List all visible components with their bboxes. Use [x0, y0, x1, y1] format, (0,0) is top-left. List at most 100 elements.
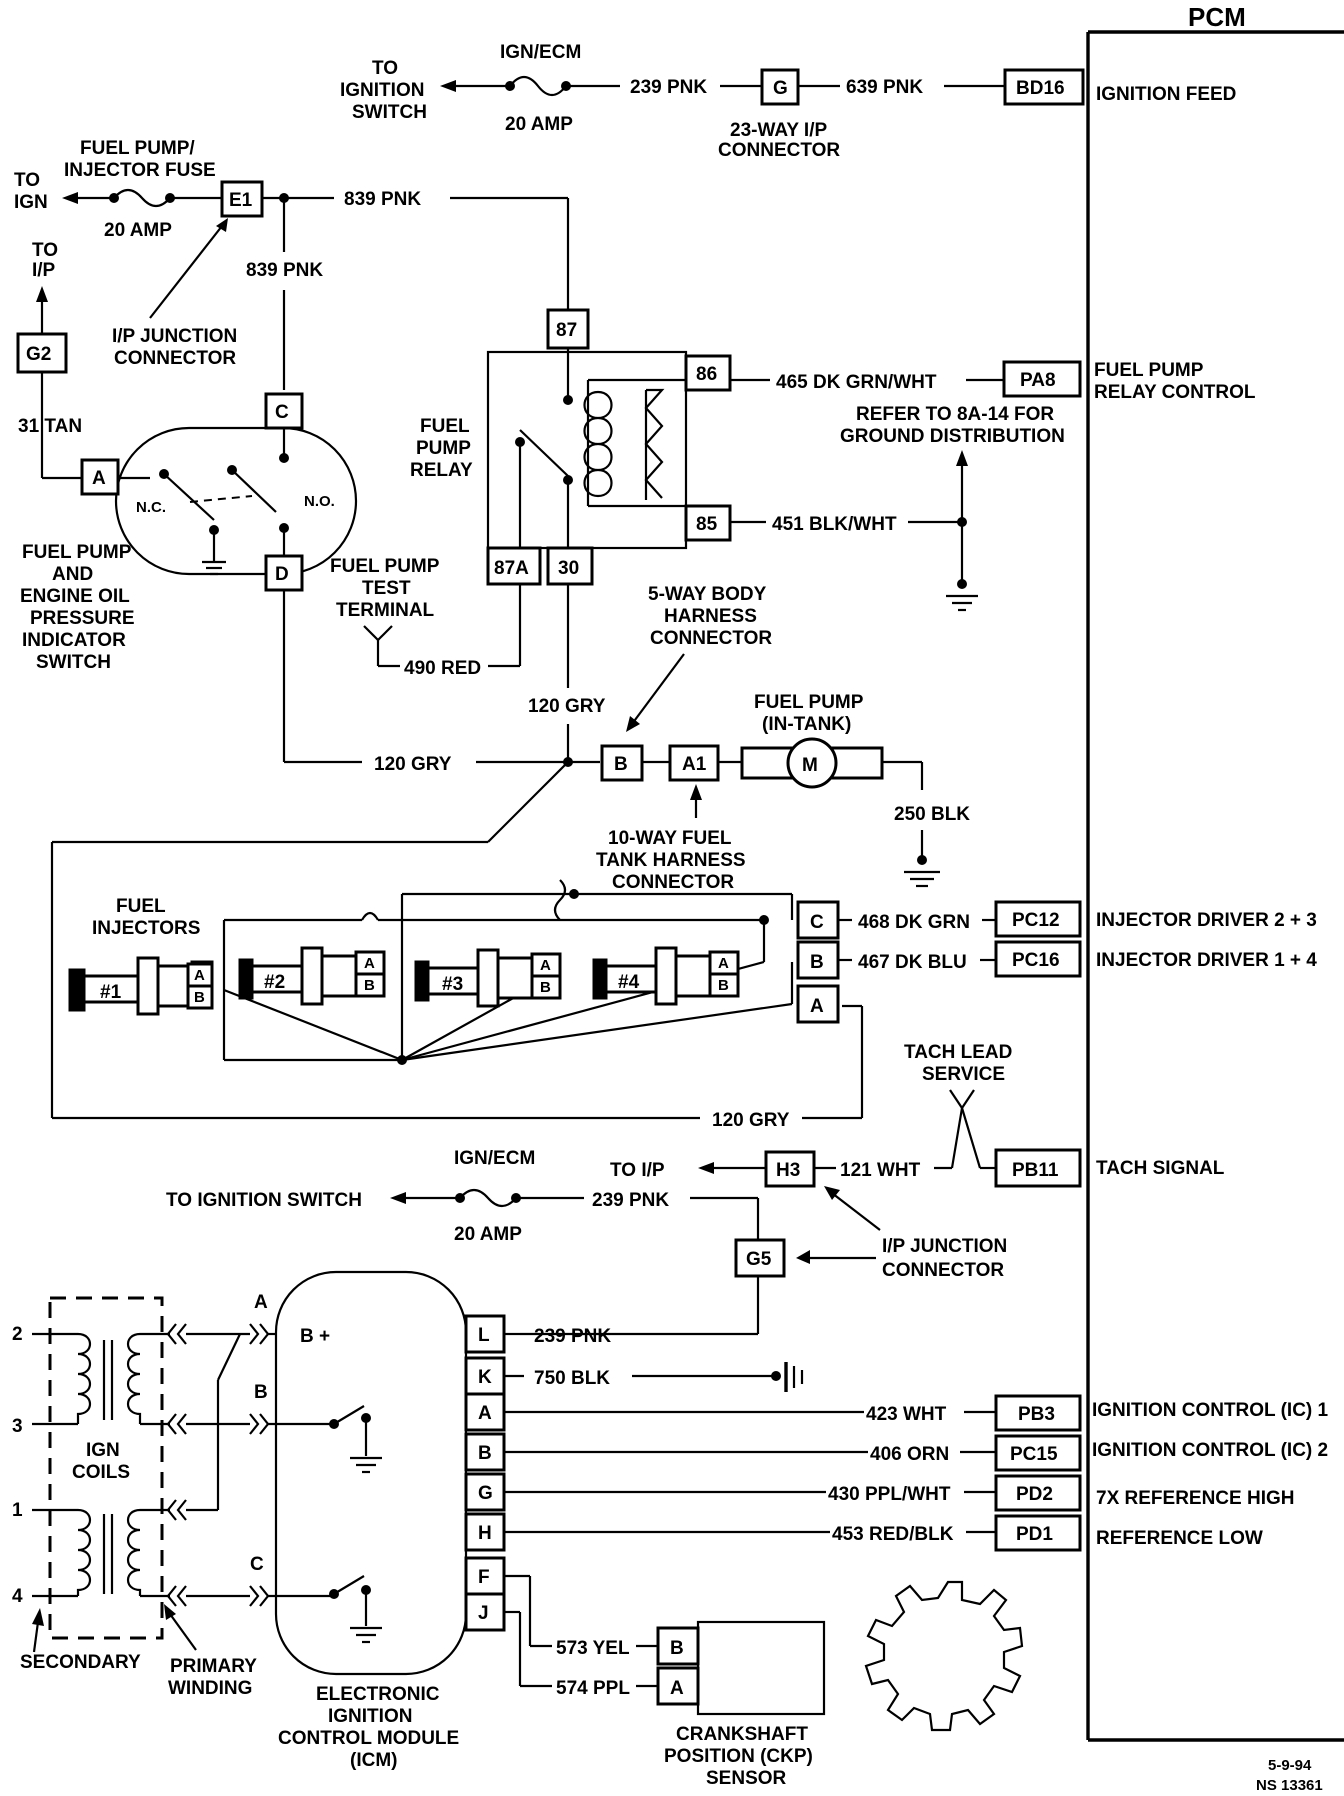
conn-e1: E1 — [229, 190, 253, 211]
pcm-title: PCM — [1188, 2, 1246, 32]
reluctor-wheel — [864, 1580, 1024, 1732]
icm-pin-label: A — [478, 1403, 492, 1424]
icm-pin-label: H — [478, 1523, 492, 1544]
injector-1: #1 A B — [68, 956, 214, 1016]
injector-4: #4 A B — [592, 946, 740, 1006]
relay-pin-86: 86 — [696, 364, 717, 385]
wire-467: 467 DK BLU — [858, 952, 967, 973]
conn-g5: G5 — [746, 1249, 772, 1270]
icm-pin-box — [464, 1432, 506, 1472]
wire-750-blk: 750 BLK — [534, 1368, 610, 1389]
to-ign-switch-2: TO IGNITION SWITCH — [166, 1190, 362, 1211]
conn-g2: G2 — [26, 344, 51, 365]
injector-2-pin-b: B — [364, 977, 375, 994]
icm-power-circuit: IGN/ECM TO IGNITION SWITCH 20 AMP 239 PN… — [166, 1148, 1007, 1336]
switch-no: N.O. — [304, 493, 335, 510]
conn-h3: H3 — [776, 1160, 800, 1181]
switch-pin-c: C — [275, 402, 289, 423]
tank-conn-b: B — [810, 952, 824, 973]
icm-pin-label: L — [478, 1325, 490, 1346]
pcm-pin-pc16: PC16 — [1012, 950, 1060, 971]
relay-pin-30: 30 — [558, 558, 579, 579]
relay-pin-85: 85 — [696, 514, 718, 535]
pcm-fn-ic1: IGNITION CONTROL (IC) 1 — [1092, 1400, 1329, 1421]
coil-wire-a: A — [254, 1292, 268, 1313]
pcm-pin-pc15: PC15 — [1010, 1444, 1058, 1465]
injector-4-pin-a: A — [718, 955, 729, 972]
pcm-fn-ignition-feed: IGNITION FEED — [1096, 84, 1236, 105]
pcm-pin-pa8: PA8 — [1020, 370, 1056, 391]
fuse-20amp-3: 20 AMP — [454, 1224, 522, 1245]
wire-574: 574 PPL — [556, 1678, 630, 1699]
date-code: 5-9-94 — [1268, 1757, 1312, 1774]
fuel-pump-motor: M — [802, 755, 818, 776]
wire-423: 423 WHT — [866, 1404, 947, 1425]
coil-num-1: 1 — [12, 1500, 23, 1521]
ckp-pin-a: A — [670, 1678, 684, 1699]
pcm-fn-inj-14: INJECTOR DRIVER 1 + 4 — [1096, 950, 1317, 971]
injector-1-label: #1 — [100, 982, 122, 1003]
injector-3: #3 A B — [414, 948, 562, 1008]
fuse-20amp-label: 20 AMP — [505, 114, 573, 135]
switch-pin-a: A — [92, 468, 106, 489]
injector-2-label: #2 — [264, 972, 285, 993]
wire-573: 573 YEL — [556, 1638, 630, 1659]
icm-pin-box — [464, 1472, 506, 1512]
wire-406: 406 ORN — [870, 1444, 949, 1465]
icm-pin-box — [464, 1356, 506, 1396]
ns-code: NS 13361 — [1256, 1777, 1323, 1794]
wire-239-pnk-l: 239 PNK — [534, 1326, 611, 1347]
wire-839-pnk-top: 839 PNK — [344, 189, 421, 210]
ckp-pin-b: B — [670, 1638, 684, 1659]
pcm-pin-pd2: PD2 — [1016, 1484, 1053, 1505]
wire-839-pnk-down: 839 PNK — [246, 260, 323, 281]
coil-wire-c: C — [250, 1554, 264, 1575]
wire-250-blk: 250 BLK — [894, 804, 970, 825]
fuel-pump-injector-fuse-label: FUEL PUMP/INJECTOR FUSE — [64, 138, 216, 181]
pcm-fn-tach: TACH SIGNAL — [1096, 1158, 1225, 1179]
icm-pin-label: J — [478, 1603, 489, 1624]
wire-451: 451 BLK/WHT — [772, 514, 897, 535]
to-ip-2: TO I/P — [610, 1160, 665, 1181]
wire-239-pnk-2: 239 PNK — [592, 1190, 669, 1211]
ign-ecm-fuse-label: IGN/ECM — [500, 42, 581, 63]
coil-wire-b: B — [254, 1382, 268, 1403]
relay-pin-87a: 87A — [494, 558, 529, 579]
icm-pin-label: K — [478, 1367, 492, 1388]
wire-121: 121 WHT — [840, 1160, 921, 1181]
pcm-pin-pb3: PB3 — [1018, 1404, 1055, 1425]
coil-num-2: 2 — [12, 1324, 23, 1345]
icm-pin-label: B — [478, 1443, 492, 1464]
wire-239-pnk: 239 PNK — [630, 77, 707, 98]
coil-num-4: 4 — [12, 1586, 23, 1607]
wire-120-gry-bottom: 120 GRY — [712, 1110, 790, 1131]
injector-1-pin-b: B — [194, 989, 205, 1006]
wire-490-red: 490 RED — [404, 658, 481, 679]
injector-4-pin-b: B — [718, 977, 729, 994]
secondary-label: SECONDARY — [20, 1652, 141, 1673]
